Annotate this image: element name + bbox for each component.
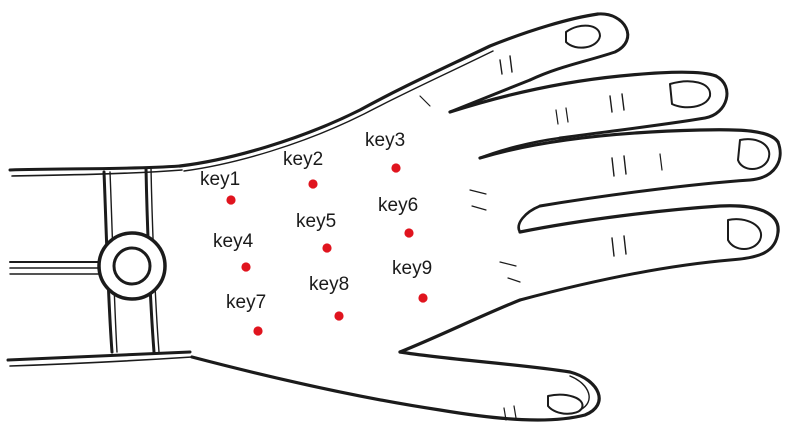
key-label-1: key1	[200, 169, 240, 190]
key-label-6: key6	[378, 195, 418, 216]
key-label-7: key7	[226, 292, 266, 313]
key-dot-1[interactable]	[226, 195, 235, 204]
key-dot-4[interactable]	[241, 262, 250, 271]
key-dot-3[interactable]	[391, 163, 400, 172]
ring-button-icon	[99, 233, 165, 299]
key-label-3: key3	[365, 130, 405, 151]
key-label-4: key4	[213, 231, 254, 252]
key-dot-2[interactable]	[308, 179, 317, 188]
key-dot-5[interactable]	[322, 243, 331, 252]
key-label-9: key9	[392, 258, 432, 279]
key-dot-9[interactable]	[418, 293, 427, 302]
hand-outline	[180, 14, 780, 420]
key-dot-8[interactable]	[334, 311, 343, 320]
key-dot-6[interactable]	[404, 228, 413, 237]
key-labels: key1 key2 key3 key4 key5 key6 key7 key8 …	[200, 130, 432, 313]
key-label-8: key8	[309, 274, 349, 295]
key-dot-7[interactable]	[253, 326, 262, 335]
key-label-5: key5	[296, 211, 336, 232]
key-label-2: key2	[283, 149, 323, 170]
